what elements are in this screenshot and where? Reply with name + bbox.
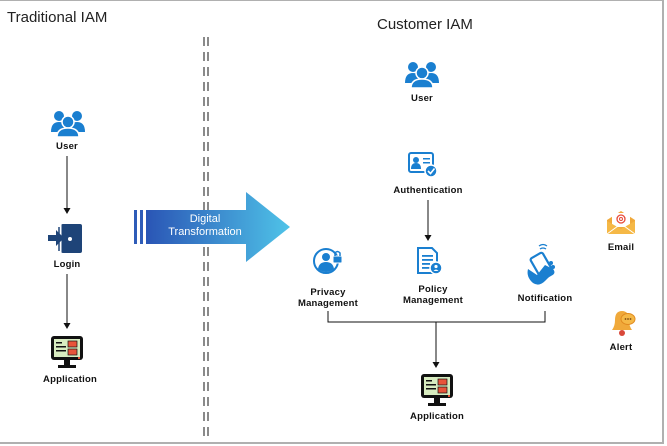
email-label: Email (607, 242, 635, 253)
envelope-at-icon (606, 211, 636, 235)
left-application-label: Application (43, 374, 97, 385)
user-lock-icon (313, 248, 343, 274)
transition-line-1: Digital (189, 213, 221, 225)
right-user-label: User (411, 93, 433, 104)
right-application-label: Application (410, 411, 464, 422)
login-label: Login (53, 259, 81, 270)
digital-transformation-arrow (134, 192, 290, 262)
privacy-management-label: Privacy Management (288, 287, 368, 309)
merge-line (327, 311, 546, 323)
traditional-iam-title: Traditional IAM (7, 9, 108, 26)
privacy-label-line-2: Management (297, 298, 359, 309)
policy-label-line-1: Policy (418, 284, 448, 295)
policy-management-label: Policy Management (393, 284, 473, 306)
bell-chat-icon (612, 311, 636, 336)
transition-line-2: Transformation (168, 226, 242, 238)
document-user-icon (417, 247, 443, 275)
alert-label: Alert (609, 342, 633, 353)
users-group-icon (405, 62, 439, 88)
privacy-label-line-1: Privacy (310, 287, 346, 298)
policy-label-line-2: Management (402, 295, 464, 306)
users-group-icon (51, 111, 85, 137)
notification-label: Notification (517, 293, 573, 304)
authentication-label: Authentication (393, 185, 463, 196)
monitor-app-icon (51, 336, 83, 368)
digital-transformation-label: Digital Transformation (150, 213, 260, 239)
phone-hand-icon (527, 243, 555, 285)
customer-iam-title: Customer IAM (377, 16, 473, 33)
id-card-check-icon (408, 152, 438, 178)
left-user-label: User (56, 141, 78, 152)
door-login-icon (48, 224, 82, 253)
monitor-app-icon (421, 374, 453, 406)
